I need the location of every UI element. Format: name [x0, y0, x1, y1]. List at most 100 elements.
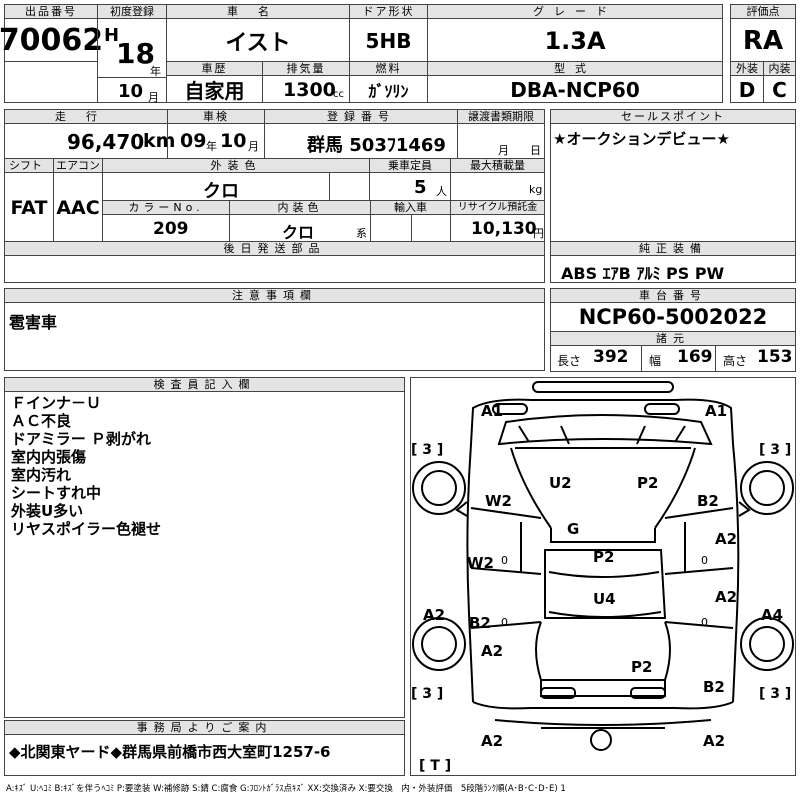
- transfer-cell: 譲渡書類期限 月 日: [457, 109, 545, 159]
- inspection-year-unit: 年: [206, 140, 217, 153]
- damage-mark: B2: [697, 492, 719, 510]
- damage-mark: A1: [705, 402, 727, 420]
- tire-mark: [ 3 ]: [759, 442, 791, 458]
- office-label: 事務局よりご案内: [5, 721, 404, 735]
- model-cell: 型式 DBA-NCP60: [427, 61, 723, 103]
- later-parts-cell: 後日発送部品: [4, 241, 545, 283]
- damage-mark: A2: [715, 530, 737, 548]
- car-name: イスト: [225, 30, 291, 56]
- inspection-month: 10: [220, 130, 247, 152]
- tire-mark: [ T ]: [419, 758, 451, 774]
- office-text: ◆北関東ヤード◆群馬県前橋市西大室町1257-6: [9, 743, 331, 761]
- inspector-notes: Ｆインナ－Ｕ ＡＣ不良 ドアミラー Ｐ剥がれ 室内内張傷 室内汚れ シートすれ中…: [11, 394, 161, 538]
- damage-mark: W2: [485, 492, 512, 510]
- plate-label: 登録番号: [265, 110, 457, 124]
- displacement-unit: cc: [333, 89, 344, 100]
- shift-cell: シフト FAT: [4, 158, 54, 242]
- dims-label: 諸元: [551, 331, 795, 346]
- model: DBA-NCP60: [510, 77, 640, 102]
- aircon: AAC: [56, 196, 100, 219]
- tire-mark: [ 3 ]: [759, 686, 791, 702]
- month-unit: 月: [148, 91, 159, 104]
- exterior-color-cell: 外装色 クロ: [102, 158, 370, 202]
- zero-mark: 0: [501, 554, 508, 567]
- plate-cell: 登録番号 群馬 503ﾌ1469: [264, 109, 458, 159]
- equipment-cell: 純正装備 ABS ｴｱB ｱﾙﾐ PS PW: [550, 241, 796, 283]
- history: 自家用: [184, 79, 245, 103]
- damage-mark: A2: [481, 732, 503, 750]
- exterior-grade: D: [738, 77, 756, 102]
- inspector-line: 外装U多い: [11, 502, 84, 520]
- capacity-label: 乗車定員: [370, 159, 450, 173]
- first-registration-year: 18: [116, 37, 155, 70]
- interior-grade-cell: 内装 C: [763, 61, 796, 103]
- era: H: [104, 25, 120, 46]
- year-unit: 年: [150, 65, 161, 78]
- notes-text: 雹害車: [9, 313, 58, 332]
- lot-number: 70062: [0, 23, 104, 58]
- color-number-label: カラーNo.: [103, 201, 229, 215]
- damage-mark: W2: [467, 554, 494, 572]
- mileage: 96,470: [67, 130, 145, 154]
- inspector-cell: 検査員記入欄 Ｆインナ－Ｕ ＡＣ不良 ドアミラー Ｐ剥がれ 室内内張傷 室内汚れ…: [4, 377, 405, 718]
- first-registration-month: 10: [118, 81, 144, 102]
- car-diagram: A1 A1 U2 P2 W2 B2 G A2 W2 P2 U4 A2 A2 B2…: [410, 377, 796, 776]
- damage-mark: A2: [715, 588, 737, 606]
- max-load-unit: kg: [529, 183, 543, 196]
- exterior-label: 外装: [731, 62, 763, 76]
- max-load-cell: 最大積載量 kg: [450, 158, 545, 201]
- shift: FAT: [10, 196, 48, 219]
- fuel: ｶﾞｿﾘﾝ: [368, 81, 409, 101]
- damage-mark: U2: [549, 474, 572, 492]
- damage-mark: P2: [637, 474, 658, 492]
- model-label: 型式: [428, 62, 722, 76]
- plate: 群馬 503ﾌ1469: [307, 135, 446, 156]
- damage-mark: A1: [481, 402, 503, 420]
- chassis-label: 車台番号: [551, 289, 795, 303]
- aircon-cell: エアコン AAC: [53, 158, 103, 242]
- score: RA: [742, 25, 784, 56]
- lot-blank: [4, 61, 98, 103]
- score-label: 評価点: [731, 5, 795, 19]
- capacity: 5: [414, 177, 427, 198]
- recycle-cell: リサイクル預託金 10,130 円: [450, 200, 545, 242]
- history-cell: 車歴 自家用: [166, 61, 263, 103]
- damage-mark: A4: [761, 606, 783, 624]
- inspector-line: 室内内張傷: [11, 448, 87, 466]
- mileage-cell: 走行 96,470 km: [4, 109, 175, 159]
- inspector-line: Ｆインナ－Ｕ: [11, 394, 102, 412]
- sales-point-label: セールスポイント: [551, 110, 795, 124]
- inspection-cell: 車検 09 年 10 月: [167, 109, 265, 159]
- grade: 1.3A: [544, 26, 606, 55]
- equipment-label: 純正装備: [551, 242, 795, 256]
- damage-mark: P2: [631, 658, 652, 676]
- width-label: 幅: [649, 354, 662, 368]
- height-label: 高さ: [723, 354, 748, 368]
- mileage-label: 走行: [5, 110, 167, 124]
- displacement-label: 排気量: [263, 62, 349, 76]
- transfer-day-unit: 日: [530, 144, 541, 157]
- recycle-label: リサイクル預託金: [451, 201, 544, 215]
- zero-mark: 0: [501, 616, 508, 629]
- history-label: 車歴: [167, 62, 262, 76]
- interior-color-label: 内装色: [230, 201, 370, 215]
- tire-mark: [ 3 ]: [411, 442, 443, 458]
- door-label: ドア形状: [350, 5, 427, 19]
- color-number: 209: [153, 219, 189, 239]
- fuel-label: 燃料: [350, 62, 427, 76]
- damage-mark: A2: [481, 642, 503, 660]
- inspector-line: ＡＣ不良: [11, 412, 72, 430]
- chassis-number: NCP60-5002022: [578, 305, 768, 329]
- shift-label: シフト: [5, 159, 53, 173]
- recycle: 10,130: [471, 219, 537, 239]
- max-load-label: 最大積載量: [451, 159, 544, 173]
- interior-label: 内装: [764, 62, 795, 76]
- damage-mark: B2: [469, 614, 491, 632]
- capacity-unit: 人: [436, 185, 447, 198]
- fuel-cell: 燃料 ｶﾞｿﾘﾝ: [349, 61, 428, 103]
- damage-mark: A2: [423, 606, 445, 624]
- transfer-label: 譲渡書類期限: [458, 110, 544, 124]
- color-number-cell: カラーNo. 209: [102, 200, 230, 242]
- exterior-grade-cell: 外装 D: [730, 61, 764, 103]
- door-cell: ドア形状 5HB: [349, 4, 428, 62]
